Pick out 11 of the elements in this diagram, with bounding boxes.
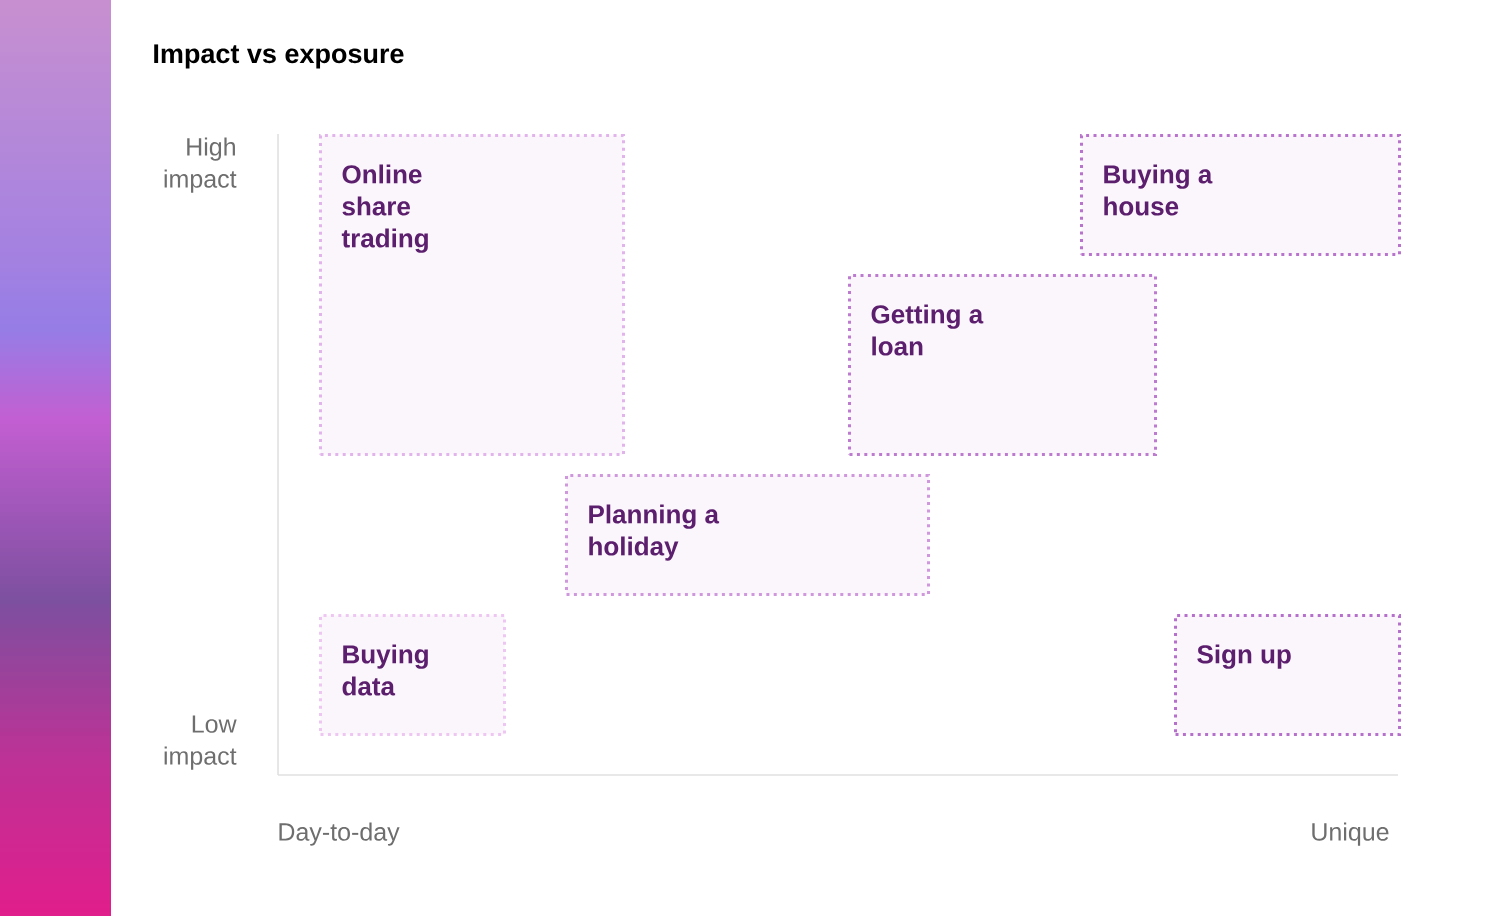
scenario-box: Getting a loan (848, 274, 1157, 456)
chart-title: Impact vs exposure (154, 44, 404, 69)
axis-label: Unique (1312, 822, 1389, 846)
axis-label: High impact (164, 137, 237, 193)
scenario-box: Sign up (1174, 614, 1401, 736)
scenario-box: Online share trading (319, 134, 625, 456)
scenario-box: Planning a holiday (565, 474, 930, 596)
scenario-box: Buying a house (1080, 134, 1401, 256)
axis-label: Day-to-day (279, 822, 400, 846)
scenario-box: Buying data (319, 614, 506, 736)
axis-label: Low impact (164, 715, 237, 770)
